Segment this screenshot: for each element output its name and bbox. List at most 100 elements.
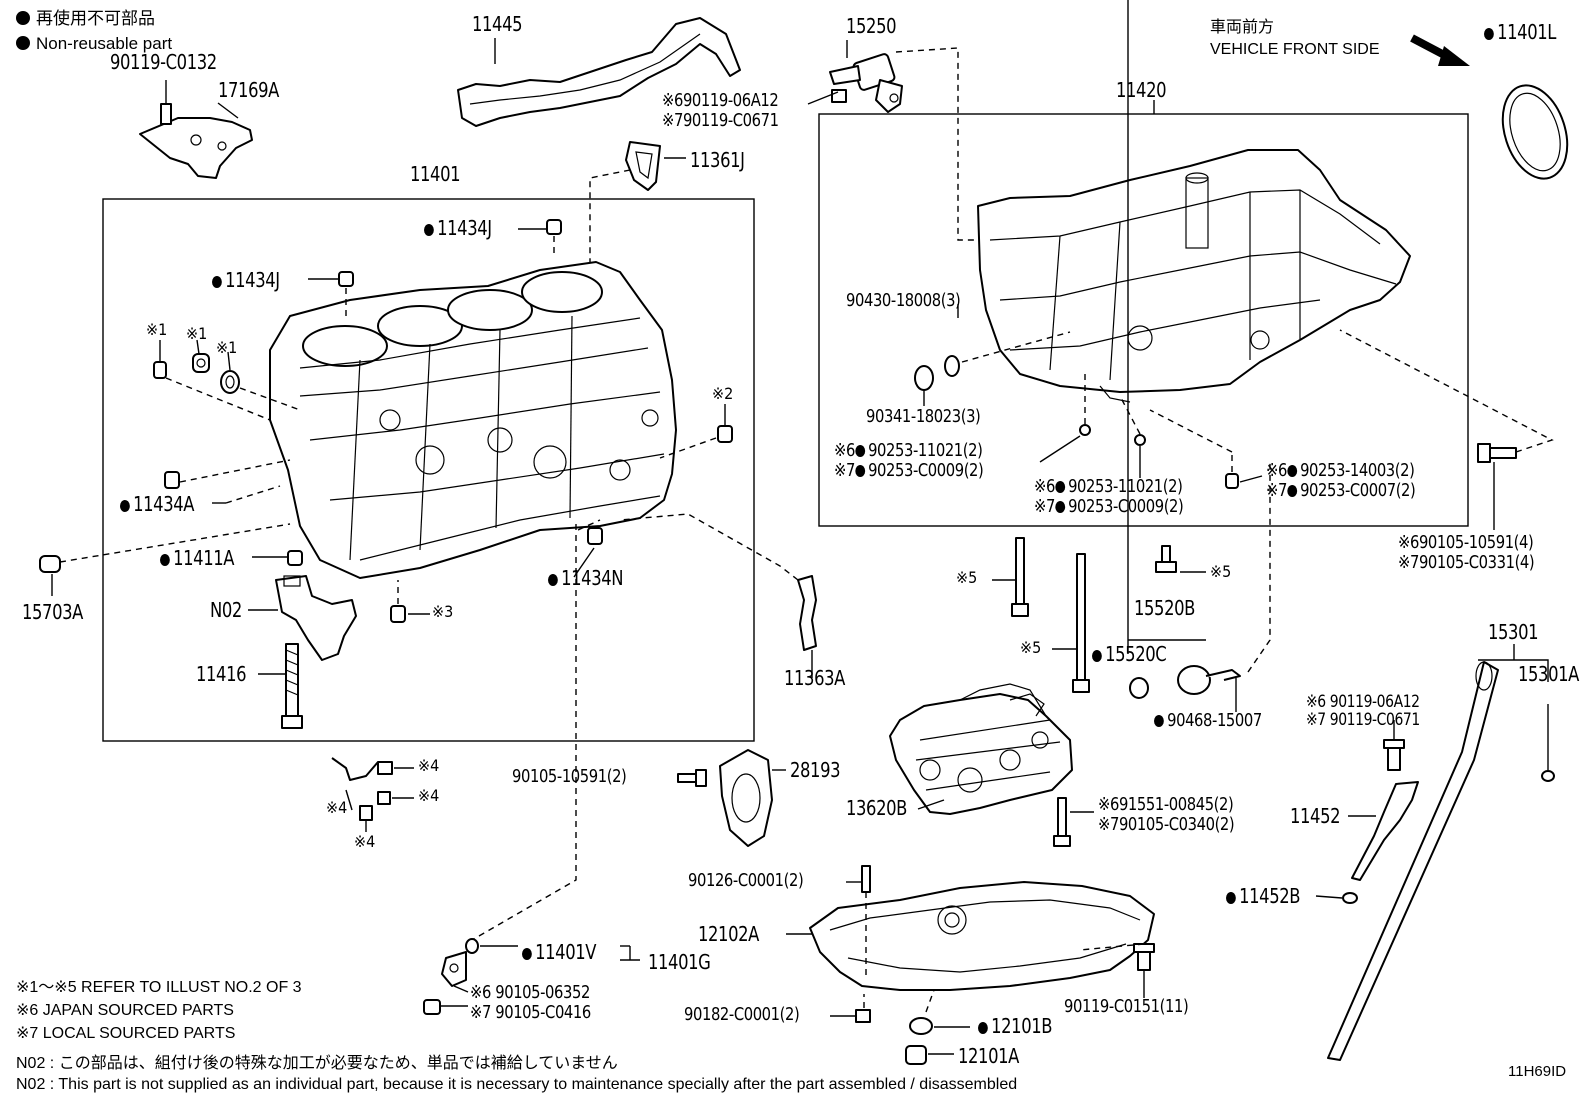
part-label-11401G[interactable]: 11401G [648, 950, 711, 974]
cylinder-block-group-box [102, 198, 755, 742]
relief-valve-icon [1177, 665, 1241, 695]
part-label-15703A[interactable]: 15703A [22, 600, 83, 624]
illustration-id: 11H69ID [1508, 1063, 1567, 1080]
part-label-15301A[interactable]: 15301A [1518, 662, 1579, 686]
bolt-icon [1383, 739, 1405, 771]
part-label-15250[interactable]: 15250 [846, 14, 897, 38]
part-label-90105-C0331-4[interactable]: ※790105-C0331(4) [1398, 552, 1535, 573]
part-label-11363A[interactable]: 11363A [784, 666, 845, 690]
bolt-icon [377, 791, 391, 805]
part-label-90105-06352[interactable]: ※6 90105-06352 [470, 982, 590, 1003]
part-label-90119-C0671[interactable]: ※7 90119-C0671 [1306, 710, 1420, 730]
part-label-12101A[interactable]: 12101A [958, 1044, 1019, 1068]
part-label-90119-06A12-top[interactable]: ※690119-06A12 [662, 90, 779, 111]
part-label-90119-C0132[interactable]: 90119-C0132 [110, 50, 217, 74]
note-ref-4d: ※4 [354, 832, 376, 851]
oil-pan-upper-group-box [818, 113, 1469, 527]
part-label-12101B[interactable]: 12101B [978, 1016, 1052, 1036]
part-label-11411A[interactable]: 11411A [160, 548, 234, 568]
part-label-90430-18008[interactable]: 90430-18008(3) [846, 290, 961, 311]
o-ring-icon [1541, 770, 1555, 782]
part-label-17169A[interactable]: 17169A [218, 78, 279, 102]
bolt-icon [281, 643, 303, 729]
dowel-pin-icon [338, 271, 354, 287]
orientation-en: VEHICLE FRONT SIDE [1210, 41, 1380, 58]
part-label-11434J-a[interactable]: 11434J [424, 218, 492, 238]
part-label-90119-06A12[interactable]: ※6 90119-06A12 [1306, 692, 1420, 712]
bolt-icon [1133, 943, 1155, 971]
part-label-90182-C0001[interactable]: 90182-C0001(2) [684, 1004, 800, 1025]
bolt-icon [677, 769, 707, 787]
dowel-pin-icon [1134, 434, 1146, 446]
oil-pan-upper-icon [977, 149, 1411, 403]
part-label-11401V[interactable]: 11401V [522, 942, 596, 962]
part-label-11452B[interactable]: 11452B [1226, 886, 1300, 906]
part-label-91551-00845[interactable]: ※691551-00845(2) [1098, 794, 1234, 815]
part-label-11401[interactable]: 11401 [410, 162, 461, 186]
part-label-11434N[interactable]: 11434N [548, 568, 624, 588]
o-ring-icon [944, 355, 960, 377]
o-ring-icon [1342, 892, 1358, 904]
part-label-90105-C0340[interactable]: ※790105-C0340(2) [1098, 814, 1235, 835]
washer-icon [220, 370, 240, 394]
part-label-13620B[interactable]: 13620B [846, 796, 907, 820]
note-n02-en: N02 : This part is not supplied as an in… [16, 1076, 1018, 1093]
part-label-11434A[interactable]: 11434A [120, 494, 194, 514]
part-label-90468-15007[interactable]: 90468-15007 [1154, 712, 1262, 730]
part-label-28193[interactable]: 28193 [790, 758, 841, 782]
part-label-11416[interactable]: 11416 [196, 662, 247, 686]
part-label-90126-C0001[interactable]: 90126-C0001(2) [688, 870, 804, 891]
union-fitting-icon [441, 951, 467, 987]
vehicle-front-arrow-icon [1410, 34, 1470, 66]
part-label-11445[interactable]: 11445 [472, 12, 523, 36]
oil-pan-icon [809, 881, 1155, 991]
bolt-icon [1155, 545, 1177, 573]
note-refer-illust: ※1～※5 REFER TO ILLUST NO.2 OF 3 [16, 979, 302, 996]
clamp-icon [331, 757, 379, 781]
note-ref-5c: ※5 [1210, 562, 1232, 581]
part-label-90105-10591-4[interactable]: ※690105-10591(4) [1398, 532, 1534, 553]
plug-icon [192, 353, 210, 373]
note-ref-5a: ※5 [956, 568, 978, 587]
part-label-90105-C0416[interactable]: ※7 90105-C0416 [470, 1002, 591, 1023]
part-label-11434J-b[interactable]: 11434J [212, 270, 280, 290]
bearing-cap-icon [275, 575, 357, 661]
bolt-icon [1011, 537, 1029, 617]
pin-icon [164, 471, 180, 489]
part-label-90341-18023[interactable]: 90341-18023(3) [866, 406, 981, 427]
gasket-icon [625, 141, 661, 191]
timing-cover-strip-icon [457, 17, 741, 127]
part-label-90119-C0671-top[interactable]: ※790119-C0671 [662, 110, 779, 131]
part-label-11401L[interactable]: 11401L [1484, 22, 1556, 42]
oil-pump-icon [889, 683, 1073, 815]
part-label-11361J[interactable]: 11361J [690, 148, 745, 172]
gasket-icon [719, 749, 773, 847]
note-ref-5b: ※5 [1020, 638, 1042, 657]
part-label-12102A[interactable]: 12102A [698, 922, 759, 946]
bolt-icon [1053, 797, 1071, 847]
part-label-15520B[interactable]: 15520B [1134, 596, 1195, 620]
part-label-15520C[interactable]: 15520C [1092, 644, 1167, 664]
orientation-ja: 車両前方 [1210, 19, 1275, 36]
part-label-90119-C0151[interactable]: 90119-C0151(11) [1064, 996, 1189, 1017]
part-label-90105-10591-2[interactable]: 90105-10591(2) [512, 766, 627, 787]
part-label-11452[interactable]: 11452 [1290, 804, 1341, 828]
oil-control-valve-icon [829, 53, 903, 113]
cylinder-block-icon [269, 261, 677, 579]
pin-icon [390, 605, 406, 623]
part-label-15301[interactable]: 15301 [1488, 620, 1539, 644]
dowel-pin-icon [546, 219, 562, 235]
part-label-11420[interactable]: 11420 [1116, 78, 1167, 102]
o-ring-icon [465, 938, 479, 954]
bracket-icon [139, 103, 253, 179]
stud-icon [861, 865, 871, 893]
pin-icon [587, 527, 603, 545]
part-label-N02[interactable]: N02 [210, 598, 242, 622]
